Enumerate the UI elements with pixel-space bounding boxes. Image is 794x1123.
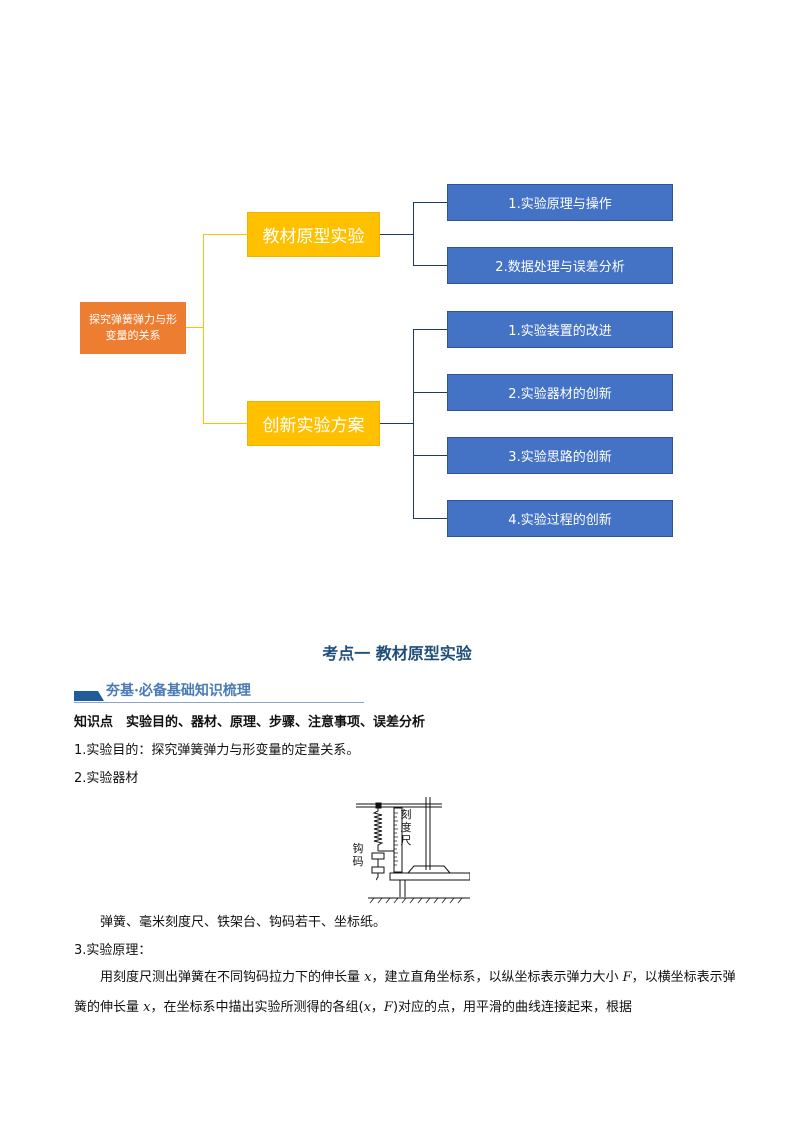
text-span: )对应的点，用平滑的曲线连接起来，根据 [392,1000,633,1015]
item-equipment-heading: 2.实验器材 [74,771,139,786]
connector-line [203,423,247,424]
connector-line [186,327,204,328]
apparatus-figure [356,797,470,904]
leaf-node-label: 2.实验器材的创新 [508,387,612,402]
weight-hook [376,873,379,881]
var-x: x [364,970,372,985]
item-purpose: 1.实验目的：探究弹簧弹力与形变量的定量关系。 [74,743,360,758]
text-span: ，以横坐标表示弹簧的伸长量 [74,970,736,1015]
mindmap-branch-node: 教材原型实验 [247,212,380,257]
connector-line [413,329,447,330]
mindmap-leaf-node: 2.实验器材的创新 [447,374,673,411]
connector-line [413,202,447,203]
root-node-label: 探究弹簧弹力与形变量的关系 [89,313,177,342]
ruler-ticks [394,812,398,866]
item-principle-heading: 3.实验原理： [74,943,152,958]
leaf-node-label: 1.实验原理与操作 [508,197,612,212]
text-span: ，建立直角坐标系，以纵坐标表示弹力大小 [371,970,623,985]
connector-line [413,202,414,266]
leaf-node-label: 4.实验过程的创新 [508,513,612,528]
text-span: ， [370,1000,384,1015]
connector-line [413,455,447,456]
branch-node-label: 教材原型实验 [262,227,365,247]
connector-line [413,265,447,266]
mindmap-leaf-node: 1.实验装置的改进 [447,311,673,348]
mindmap-leaf-node: 3.实验思路的创新 [447,437,673,474]
connector-line [413,329,414,518]
weight-block [371,866,385,874]
connector-line [203,234,247,235]
base-plate [389,872,470,881]
connector-line [413,392,447,393]
mindmap-leaf-node: 1.实验原理与操作 [447,184,673,221]
text-span: ，在坐标系中描出实验所测得的各组( [150,1000,364,1015]
weight-block [371,852,385,860]
var-F: F [383,1000,393,1015]
connector-line [203,234,204,424]
banner-underline [74,702,364,703]
ground-hatch [369,897,463,904]
section-title: 考点一 教材原型实验 [322,644,472,663]
principle-paragraph: 用刻度尺测出弹簧在不同钩码拉力下的伸长量 x，建立直角坐标系，以纵坐标表示弹力大… [74,963,740,1023]
mindmap-root-node: 探究弹簧弹力与形变量的关系 [80,302,186,354]
var-x: x [363,1000,371,1015]
leaf-node-label: 3.实验思路的创新 [508,450,612,465]
mindmap-branch-node: 创新实验方案 [247,401,380,446]
connector-line [413,518,447,519]
mindmap-leaf-node: 2.数据处理与误差分析 [447,247,673,284]
knowledge-point-heading: 知识点 实验目的、器材、原理、步骤、注意事项、误差分析 [74,715,426,730]
spring-hook-block [375,802,382,809]
ruler-label: 刻度尺 [400,808,412,847]
var-F: F [622,970,632,985]
connector-line [380,423,414,424]
connector-line [380,234,414,235]
ruler [393,807,403,873]
var-x: x [143,1000,151,1015]
materials-list: 弹簧、毫米刻度尺、铁架台、钩码若干、坐标纸。 [100,915,387,930]
spring-coil [372,808,384,851]
weights-label: 钩码 [352,842,364,868]
leaf-node-label: 1.实验装置的改进 [508,324,612,339]
section-banner: 夯基·必备基础知识梳理 [74,680,364,704]
mindmap-leaf-node: 4.实验过程的创新 [447,500,673,537]
leaf-node-label: 2.数据处理与误差分析 [495,260,625,275]
stand-clamp [407,865,451,874]
branch-node-label: 创新实验方案 [262,416,365,436]
banner-bar-decoration [74,691,104,701]
banner-text: 夯基·必备基础知识梳理 [106,683,251,699]
text-span: 用刻度尺测出弹簧在不同钩码拉力下的伸长量 [100,970,365,985]
